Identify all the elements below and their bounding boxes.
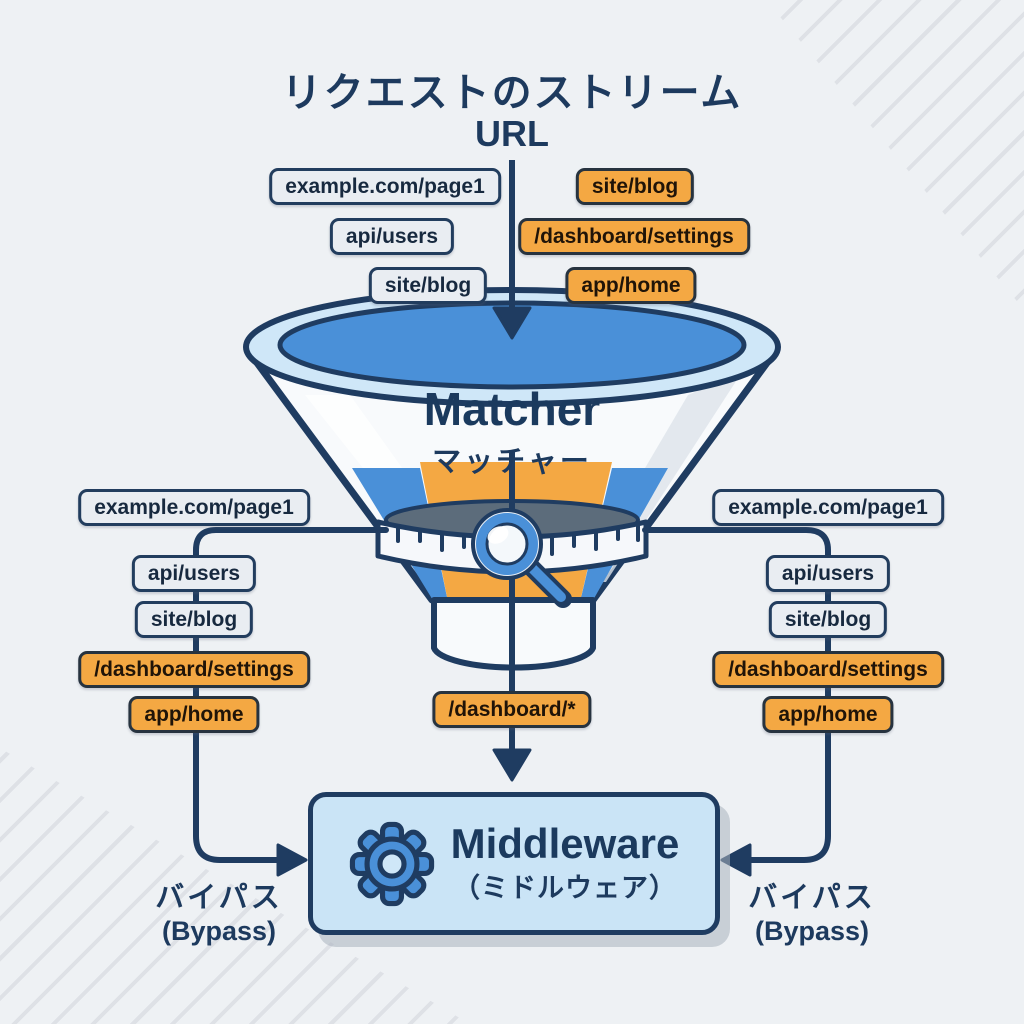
bypass-left-chip: app/home — [128, 696, 260, 734]
bypass-left-chip: /dashboard/settings — [78, 651, 310, 689]
bypass-left-label: バイパス (Bypass) — [155, 874, 282, 947]
incoming-arrow-head — [492, 306, 532, 340]
url-chip-highlighted: /dashboard/settings — [518, 218, 750, 256]
bypass-right-label-en: (Bypass) — [754, 916, 870, 946]
bypass-right-label-jp: バイパス — [748, 882, 876, 914]
bypass-left-label-en: (Bypass) — [161, 916, 277, 946]
matcher-label: Matcher — [423, 383, 601, 435]
matched-route-chip: /dashboard/* — [432, 691, 592, 729]
bypass-left-chip: api/users — [131, 555, 257, 593]
bypass-right-chip: api/users — [765, 555, 891, 593]
matcher-label-jp: マッチャー — [432, 446, 592, 478]
url-chip: example.com/page1 — [269, 168, 501, 206]
url-chip-highlighted: app/home — [565, 267, 697, 305]
bypass-right-arrow-head — [720, 843, 752, 877]
bypass-left-chip: example.com/page1 — [78, 489, 310, 527]
bypass-left-label-jp: バイパス — [155, 882, 283, 914]
bypass-right-label: バイパス (Bypass) — [748, 874, 875, 947]
bypass-left-path — [193, 527, 389, 863]
matched-arrow-head — [492, 748, 532, 782]
bypass-right-chip: site/blog — [768, 601, 888, 639]
gear-icon — [349, 821, 434, 906]
middleware-box: Middleware （ミドルウェア） — [308, 792, 720, 935]
page-title: リクエストのストリーム — [281, 71, 743, 115]
bypass-right-chip: app/home — [762, 696, 894, 734]
middleware-label: Middleware — [450, 819, 680, 867]
bypass-left-chip: site/blog — [134, 601, 254, 639]
url-chip: site/blog — [368, 267, 488, 305]
page-subtitle-url: URL — [475, 113, 549, 154]
bypass-left-arrow-head — [276, 843, 308, 877]
bypass-right-chip: /dashboard/settings — [712, 651, 944, 689]
url-chip-highlighted: site/blog — [575, 168, 695, 206]
bypass-right-chip: example.com/page1 — [712, 489, 944, 527]
middleware-label-jp: （ミドルウェア） — [452, 873, 677, 904]
url-chip: api/users — [329, 218, 455, 256]
bypass-right-path — [642, 527, 831, 863]
magnifier-icon — [471, 508, 572, 608]
